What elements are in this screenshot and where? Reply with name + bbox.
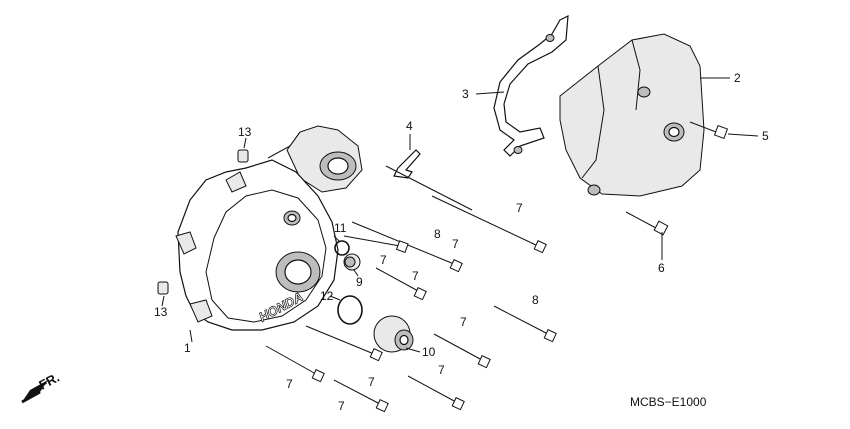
cover-guide-plate bbox=[493, 14, 569, 157]
leader-lines bbox=[161, 77, 759, 353]
bracket-part bbox=[393, 149, 421, 179]
bolt-7-mid-a bbox=[385, 165, 473, 211]
callout-7a: 7 bbox=[516, 201, 523, 215]
bolt-5 bbox=[689, 121, 729, 140]
left-crankcase-cover: HONDA bbox=[175, 125, 363, 331]
bolt-7-right bbox=[433, 333, 491, 369]
callout-7c: 7 bbox=[380, 253, 387, 267]
generator-cover bbox=[559, 33, 705, 197]
callout-7d: 7 bbox=[412, 269, 419, 283]
callout-7f: 7 bbox=[286, 377, 293, 391]
callout-6: 6 bbox=[658, 261, 665, 275]
bolt-7-lower-left bbox=[265, 345, 325, 383]
callout-5: 5 bbox=[762, 129, 769, 143]
callout-4: 4 bbox=[406, 119, 413, 133]
bolt-7-upper bbox=[431, 195, 547, 254]
collar-13-bottom bbox=[157, 281, 169, 295]
callout-13a: 13 bbox=[238, 125, 252, 139]
bolt-7-bottom-b bbox=[407, 375, 465, 411]
callout-9: 9 bbox=[356, 275, 363, 289]
bolt-8-lower bbox=[493, 305, 557, 343]
callout-7h: 7 bbox=[438, 363, 445, 377]
oring-12 bbox=[337, 295, 363, 325]
callout-8a: 8 bbox=[434, 227, 441, 241]
callout-2: 2 bbox=[734, 71, 741, 85]
callout-8b: 8 bbox=[532, 293, 539, 307]
callout-7g: 7 bbox=[368, 375, 375, 389]
bolt-7-lower-mid bbox=[305, 325, 383, 362]
oring-11 bbox=[334, 240, 350, 256]
bolt-7-short-a bbox=[343, 235, 409, 254]
bolt-7-mid-b bbox=[375, 267, 427, 301]
front-direction-arrow: FR. bbox=[21, 370, 62, 404]
plug-10 bbox=[373, 315, 414, 353]
callout-7i: 7 bbox=[338, 399, 345, 413]
callout-1: 1 bbox=[184, 341, 191, 355]
callout-11: 11 bbox=[334, 221, 347, 235]
callout-7b: 7 bbox=[452, 237, 459, 251]
callout-3: 3 bbox=[462, 87, 469, 101]
callout-7e: 7 bbox=[460, 315, 467, 329]
callout-13b: 13 bbox=[154, 305, 168, 319]
bolt-group bbox=[265, 121, 729, 413]
bolt-7-bottom-a bbox=[333, 379, 389, 413]
callouts: 1 2 3 4 5 6 7 7 7 7 7 7 7 7 7 8 8 9 10 1… bbox=[154, 71, 769, 413]
callout-10: 10 bbox=[422, 345, 436, 359]
plug-9 bbox=[343, 253, 361, 271]
bolt-6 bbox=[625, 211, 669, 236]
collar-13-top bbox=[237, 149, 249, 163]
callout-12: 12 bbox=[320, 289, 334, 303]
diagram-code: MCBS−E1000 bbox=[630, 395, 707, 409]
